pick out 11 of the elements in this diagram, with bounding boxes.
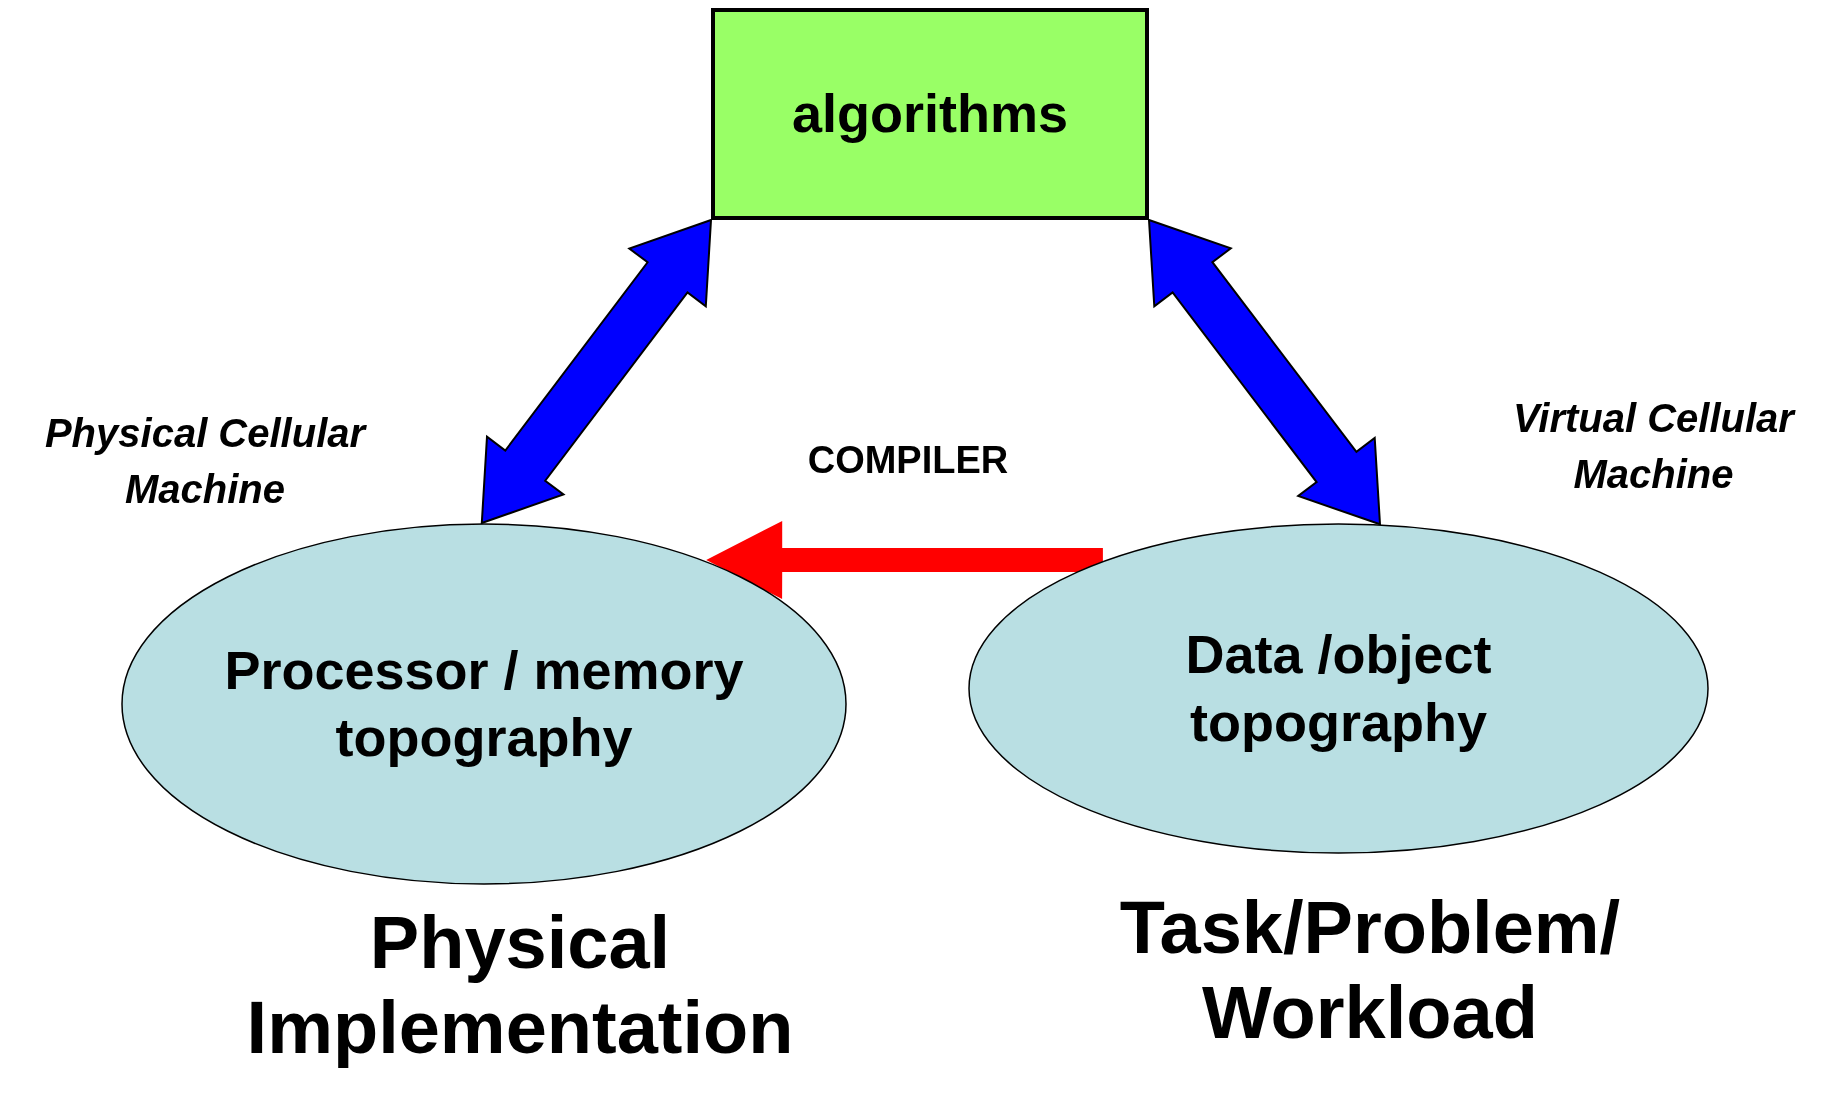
double-arrow [480, 218, 713, 525]
side-label: Physical Cellular Machine [43, 410, 368, 513]
double-arrow [706, 521, 1103, 599]
node-label: Processor / memory topography [223, 638, 745, 769]
side-label: Virtual Cellular Machine [1512, 395, 1797, 498]
node-label: Task/Problem/ Workload [1118, 885, 1622, 1056]
process-box [711, 8, 1149, 220]
node-label: Data /object topography [1184, 623, 1493, 754]
double-arrow [1147, 218, 1382, 526]
node-label: Physical Implementation [245, 900, 795, 1071]
node-label: algorithms [791, 82, 1068, 146]
